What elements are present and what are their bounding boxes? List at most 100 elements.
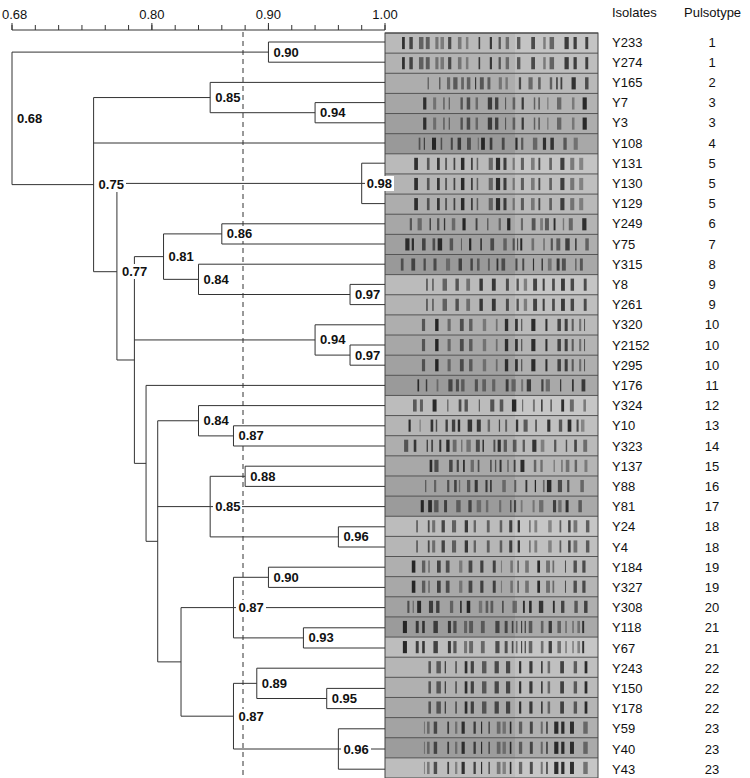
similarity-value: 0.94 xyxy=(318,332,347,347)
gel-band xyxy=(479,399,480,411)
gel-band xyxy=(433,621,437,633)
gel-band xyxy=(424,722,425,734)
gel-band xyxy=(541,641,544,653)
gel-band xyxy=(467,118,471,130)
gel-band xyxy=(560,701,564,713)
gel-band xyxy=(550,57,554,69)
lane-separator xyxy=(385,576,598,577)
gel-lane-light xyxy=(515,476,598,496)
gel-band xyxy=(570,742,574,754)
gel-band xyxy=(422,319,425,331)
gel-band xyxy=(521,178,524,190)
gel-band xyxy=(433,399,437,411)
gel-band xyxy=(517,238,518,250)
pulsotype-number: 5 xyxy=(708,156,715,171)
gel-band xyxy=(409,57,412,69)
branch-horizontal xyxy=(146,541,158,542)
gel-band xyxy=(560,158,564,170)
similarity-value: 0.85 xyxy=(213,90,242,105)
isolate-name: Y108 xyxy=(612,136,642,151)
gel-band xyxy=(529,701,532,713)
gel-band xyxy=(583,399,586,411)
gel-band xyxy=(500,520,503,532)
gel-band xyxy=(489,178,493,190)
gel-band xyxy=(479,57,481,69)
gel-band xyxy=(523,601,525,613)
gel-band xyxy=(563,138,566,150)
gel-lane-light xyxy=(515,73,598,93)
isolate-name: Y176 xyxy=(612,378,642,393)
gel-band xyxy=(517,581,519,593)
gel-band xyxy=(488,118,492,130)
gel-band xyxy=(483,339,486,351)
gel-lane-light xyxy=(515,375,598,395)
gel-band xyxy=(469,581,473,593)
gel-band xyxy=(461,178,464,190)
gel-band xyxy=(561,77,563,89)
gel-band xyxy=(505,420,507,432)
isolate-name: Y7 xyxy=(612,95,628,110)
gel-band xyxy=(510,742,512,754)
gel-band xyxy=(525,561,529,573)
gel-band xyxy=(571,279,574,291)
branch-horizontal xyxy=(199,264,386,265)
gel-band xyxy=(551,238,553,250)
gel-lane xyxy=(385,375,598,395)
gel-band xyxy=(585,701,588,713)
gel-band xyxy=(491,601,494,613)
gel-band xyxy=(513,158,515,170)
gel-band xyxy=(532,238,535,250)
gel-band xyxy=(446,561,450,573)
gel-lane xyxy=(385,254,598,274)
gel-band xyxy=(574,661,577,673)
lane-separator xyxy=(385,173,598,174)
gel-band xyxy=(480,581,483,593)
gel-band xyxy=(506,299,509,311)
gel-band xyxy=(516,279,518,291)
gel-band xyxy=(502,601,504,613)
gel-band xyxy=(495,460,496,472)
gel-band xyxy=(455,299,458,311)
gel-band xyxy=(532,440,536,452)
gel-band xyxy=(513,178,515,190)
gel-band xyxy=(445,420,447,432)
gel-band xyxy=(561,279,565,291)
gel-band xyxy=(492,279,496,291)
gel-band xyxy=(467,97,471,109)
gel-band xyxy=(541,742,543,754)
gel-band xyxy=(496,339,498,351)
gel-band xyxy=(465,661,468,673)
gel-lane xyxy=(385,416,598,436)
axis-tick xyxy=(175,25,176,30)
gel-band xyxy=(512,601,516,613)
gel-band xyxy=(477,198,479,210)
gel-band xyxy=(535,420,537,432)
gel-band xyxy=(417,601,421,613)
gel-band xyxy=(505,339,508,351)
pulsotype-number: 1 xyxy=(708,55,715,70)
gel-band xyxy=(522,97,524,109)
gel-band xyxy=(481,742,482,754)
gel-band xyxy=(428,661,431,673)
gel-band xyxy=(506,379,509,391)
gel-band xyxy=(449,460,453,472)
branch-horizontal xyxy=(350,304,385,305)
gel-band xyxy=(541,661,543,673)
gel-band xyxy=(521,138,523,150)
gel-band xyxy=(543,299,545,311)
gel-band xyxy=(585,37,588,49)
gel-band xyxy=(424,742,425,754)
gel-band xyxy=(586,520,589,532)
branch-horizontal xyxy=(210,536,338,537)
gel-band xyxy=(482,681,486,693)
gel-band xyxy=(550,77,552,89)
gel-band xyxy=(455,279,458,291)
gel-band xyxy=(403,641,407,653)
gel-band xyxy=(479,299,482,311)
gel-band xyxy=(533,138,537,150)
similarity-value: 0.97 xyxy=(353,287,382,302)
gel-band xyxy=(550,138,554,150)
gel-band xyxy=(507,218,510,230)
lane-separator xyxy=(385,194,598,195)
gel-band xyxy=(467,480,470,492)
